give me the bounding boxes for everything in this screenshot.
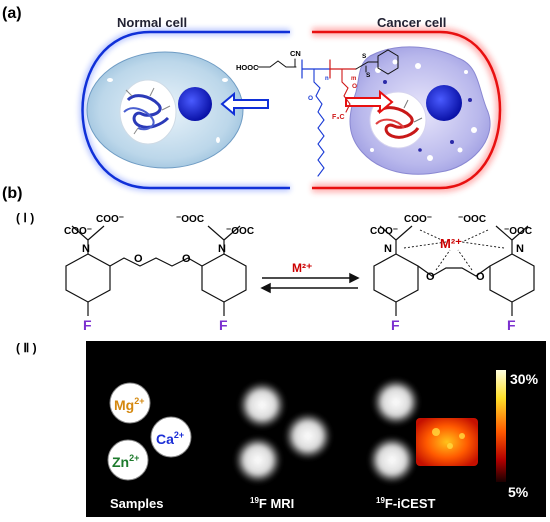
o-ether-1: O [134, 253, 143, 265]
o-ether-4: O [476, 271, 485, 283]
sub-panel-i-label: ( Ⅰ ) [16, 211, 34, 225]
coo-label-1: COO⁻ [64, 226, 92, 237]
polymer-structure: HOOC CN n m S S O O F₃C [236, 49, 399, 177]
colorbar-max-label: 30% [510, 371, 539, 387]
sample-zn [107, 439, 149, 481]
icest-caption: 19F-iCEST [376, 496, 436, 511]
n-label-3: N [384, 243, 392, 255]
icest-hotspot [416, 418, 478, 466]
panel-a-label: (a) [2, 5, 22, 22]
sample-ca [150, 416, 192, 458]
coo-label-8: ⁻OOC [504, 226, 532, 237]
icest-image [369, 379, 478, 483]
o-ether-2: O [182, 253, 191, 265]
metal-ion-label: M²⁺ [440, 236, 462, 251]
coo-label-2: COO⁻ [96, 214, 124, 225]
metal-complex-structure [373, 225, 535, 316]
f3c-label: F₃C [332, 114, 345, 121]
normal-cell-label: Normal cell [117, 15, 187, 30]
f-label-3: F [391, 317, 400, 333]
sub-m: m [351, 76, 356, 82]
f-label-2: F [219, 317, 228, 333]
uptake-arrow-cancer [345, 89, 394, 115]
ion-arrow-label: M²⁺ [292, 261, 312, 275]
o-ether-3: O [426, 271, 435, 283]
coo-label-5: COO⁻ [370, 226, 398, 237]
nucleus-normal [178, 87, 212, 121]
uptake-arrow-normal [220, 91, 269, 117]
mri-caption: 19F MRI [250, 496, 294, 511]
sub-n: n [325, 76, 329, 82]
coo-label-7: ⁻OOC [458, 214, 486, 225]
f-label-1: F [83, 317, 92, 333]
sub-panel-ii-label: ( Ⅱ ) [16, 341, 37, 355]
colorbar [496, 370, 506, 482]
polymer-coil-normal [123, 87, 171, 135]
samples-caption: Samples [110, 496, 163, 511]
n-label-1: N [82, 243, 90, 255]
mri-image [235, 382, 331, 483]
o-label-2: O [352, 83, 357, 90]
nucleus-cancer [426, 85, 462, 121]
cn-label: CN [290, 49, 301, 58]
cancer-cell [312, 27, 505, 193]
coo-label-3: ⁻OOC [176, 214, 204, 225]
colorbar-min-label: 5% [508, 484, 529, 500]
s-label-1: S [362, 53, 367, 60]
sample-zn-label: Zn2+ [112, 453, 139, 470]
cancer-cell-label: Cancer cell [377, 15, 446, 30]
polymer-coil-cancer [375, 99, 423, 139]
coo-label-4: ⁻OOC [226, 226, 254, 237]
s-label-2: S [366, 72, 371, 79]
o-label-1: O [308, 95, 313, 102]
coo-label-6: COO⁻ [404, 214, 432, 225]
equilibrium-arrows [260, 272, 360, 294]
sample-mg [109, 382, 151, 424]
cooh-label: HOOC [236, 63, 259, 72]
sample-mg-label: Mg2+ [114, 396, 144, 413]
n-label-2: N [218, 243, 226, 255]
n-label-4: N [516, 243, 524, 255]
panel-b-label: (b) [2, 185, 22, 202]
sample-ca-label: Ca2+ [156, 430, 184, 447]
free-ligand-structure [65, 225, 247, 316]
f-label-4: F [507, 317, 516, 333]
samples-group: Mg2+ Ca2+ Zn2+ [107, 382, 192, 481]
normal-cell [79, 29, 290, 191]
